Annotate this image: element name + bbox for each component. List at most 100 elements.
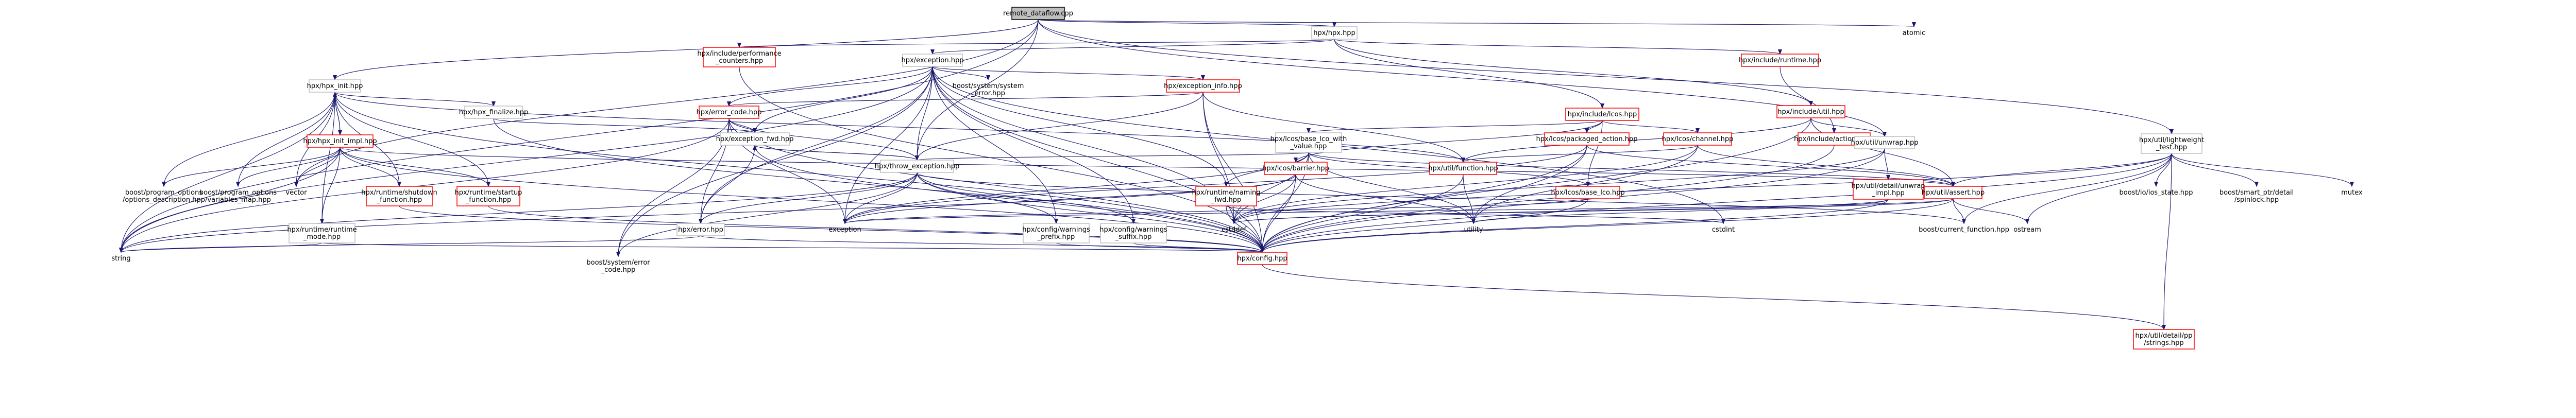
node-label: hpx/runtime/runtime (287, 226, 357, 234)
edge-incutil-to-function (1463, 117, 1811, 162)
edge-exc-to-bsyserrcode (618, 66, 933, 256)
node-errcode[interactable]: hpx/error_code.hpp (697, 106, 762, 119)
node-label: _impl.hpp (1871, 189, 1905, 197)
node-utilassert[interactable]: hpx/util/assert.hpp (1922, 186, 1985, 199)
node-excinfo[interactable]: hpx/exception_info.hpp (1164, 79, 1242, 93)
node-startup[interactable]: hpx/runtime/startup_function.hpp (455, 186, 522, 206)
edge-errcode-to-throwexc (728, 118, 917, 160)
node-throwexc[interactable]: hpx/throw_exception.hpp (875, 160, 959, 173)
edge-unwrap-to-unwrapimpl (1884, 148, 1888, 180)
node-box (703, 47, 776, 67)
node-error[interactable]: hpx/error.hpp (676, 223, 725, 236)
node-mutex: mutex (2341, 189, 2363, 197)
node-box (902, 54, 963, 67)
node-box (2133, 329, 2195, 350)
edge-hpx-to-lcos (1334, 39, 1602, 108)
node-baselco[interactable]: hpx/lcos/base_lco.hpp (1551, 186, 1625, 199)
node-label: _suffix.hpp (1115, 233, 1152, 241)
node-exc[interactable]: hpx/exception.hpp (902, 54, 964, 67)
node-label: hpx/util/detail/unwrap (1851, 182, 1925, 190)
edge-barrier-to-config (1262, 174, 1296, 252)
node-box (1776, 105, 1845, 118)
node-label: boost/system/system (953, 82, 1024, 90)
node-box (676, 223, 725, 236)
node-label: cstddef (1222, 226, 1247, 234)
node-label: hpx/util/unwrap.hpp (1851, 139, 1918, 147)
edge-error-to-string (121, 235, 701, 252)
node-box (1264, 162, 1328, 175)
node-unwrap[interactable]: hpx/util/unwrap.hpp (1851, 136, 1919, 149)
node-utility: utility (1464, 226, 1483, 234)
edge-utilassert-to-bcurfn (1953, 198, 1964, 223)
node-box (720, 132, 790, 146)
node-label: hpx/include/util.hpp (1777, 108, 1844, 116)
node-runtime[interactable]: hpx/include/runtime.hpp (1739, 54, 1821, 67)
edge-hpxinit-to-string (121, 92, 335, 252)
node-function[interactable]: hpx/util/function.hpp (1428, 162, 1498, 175)
node-warnpre[interactable]: hpx/config/warnings_prefix.hpp (1022, 223, 1090, 243)
node-box (456, 186, 520, 206)
node-box (1166, 79, 1240, 93)
edge-excinfo-to-errcode (729, 92, 1204, 106)
node-barrier[interactable]: hpx/lcos/barrier.hpp (1262, 162, 1329, 175)
edge-lcos-to-channel (1602, 120, 1698, 133)
edge-shutdown-to-config (399, 205, 1262, 252)
edge-exc-to-bsyserr (932, 66, 988, 80)
node-incutil[interactable]: hpx/include/util.hpp (1776, 105, 1845, 118)
node-label: boost/io/ios_state.hpp (2120, 189, 2193, 197)
node-shutdown[interactable]: hpx/runtime/shutdown_function.hpp (361, 186, 437, 206)
edge-hpxinitimpl-to-shutdown (340, 147, 399, 186)
node-label: _code.hpp (601, 266, 636, 274)
node-box (289, 223, 355, 243)
node-label: boost/system/error (586, 259, 650, 267)
node-bsmart: boost/smart_ptr/detail/spinlock.hpp (2219, 189, 2294, 204)
edge-hpxinit-to-startup (334, 92, 488, 186)
node-label: _value.hpp (1290, 143, 1327, 150)
node-warnsuf[interactable]: hpx/config/warnings_suffix.hpp (1099, 223, 1167, 243)
edge-exc-to-exception (845, 66, 933, 223)
edge-lcos-to-baselco (1588, 120, 1603, 186)
edge-incutil-to-config (1262, 117, 1811, 252)
node-hpxinitimpl[interactable]: hpx/hpx_init_impl.hpp (303, 134, 377, 148)
edge-function-to-utility (1463, 174, 1473, 223)
node-hpxinit[interactable]: hpx/hpx_init.hpp (307, 79, 363, 93)
edge-hpxinit-to-runtimemode (322, 92, 335, 223)
node-excfwd[interactable]: hpx/exception_fwd.hpp (716, 132, 794, 146)
node-lightweight[interactable]: hpx/util/lightweight_test.hpp (2139, 133, 2204, 154)
node-hpx[interactable]: hpx/hpx.hpp (1311, 26, 1358, 40)
edge-hpxinitimpl-to-bpovar (238, 147, 341, 186)
node-lcos[interactable]: hpx/include/lcos.hpp (1565, 108, 1639, 121)
node-box (1544, 132, 1630, 146)
edge-root-to-lightweight (1038, 19, 2172, 134)
node-box (309, 79, 361, 93)
node-packaged[interactable]: hpx/lcos/packaged_action.hpp (1536, 132, 1638, 146)
node-strings[interactable]: hpx/util/detail/pp/strings.hpp (2133, 329, 2195, 350)
node-label: hpx/error.hpp (678, 226, 723, 234)
edge-error-to-config (700, 235, 1262, 252)
edge-errcode-to-excfwd (728, 118, 755, 133)
edge-incutil-to-utilassert (1810, 117, 1953, 186)
node-label: hpx/throw_exception.hpp (875, 163, 959, 170)
node-config[interactable]: hpx/config.hpp (1237, 252, 1287, 265)
node-runtimemode[interactable]: hpx/runtime/runtime_mode.hpp (287, 223, 357, 243)
node-basecbk[interactable]: hpx/lcos/base_lco_with_value.hpp (1270, 132, 1347, 153)
node-bsyserrcode: boost/system/error_code.hpp (586, 259, 650, 274)
node-label: utility (1464, 226, 1483, 234)
node-label: hpx/config/warnings (1022, 226, 1090, 234)
edge-packaged-to-config (1262, 145, 1587, 252)
node-box (1663, 132, 1732, 146)
node-label: mutex (2341, 189, 2363, 197)
node-perf[interactable]: hpx/include/performance_counters.hpp (697, 47, 782, 67)
node-hpxfinalize[interactable]: hpx/hpx_finalize.hpp (459, 106, 529, 119)
node-unwrapimpl[interactable]: hpx/util/detail/unwrap_impl.hpp (1851, 179, 1925, 200)
node-naming[interactable]: hpx/runtime/naming_fwd.hpp (1192, 186, 1261, 206)
node-label: hpx/include/actions.hpp (1794, 135, 1874, 143)
node-root[interactable]: remote_dataflow.cpp (1003, 7, 1073, 20)
node-label: /spinlock.hpp (2234, 196, 2279, 204)
edge-throwexc-to-exception (845, 172, 918, 223)
edge-lightweight-to-utilassert (1953, 153, 2172, 186)
edge-unwrapimpl-to-utility (1473, 199, 1889, 223)
node-channel[interactable]: hpx/lcos/channel.hpp (1662, 132, 1734, 146)
edge-root-to-hpx (1038, 19, 1334, 27)
node-box (880, 160, 954, 173)
